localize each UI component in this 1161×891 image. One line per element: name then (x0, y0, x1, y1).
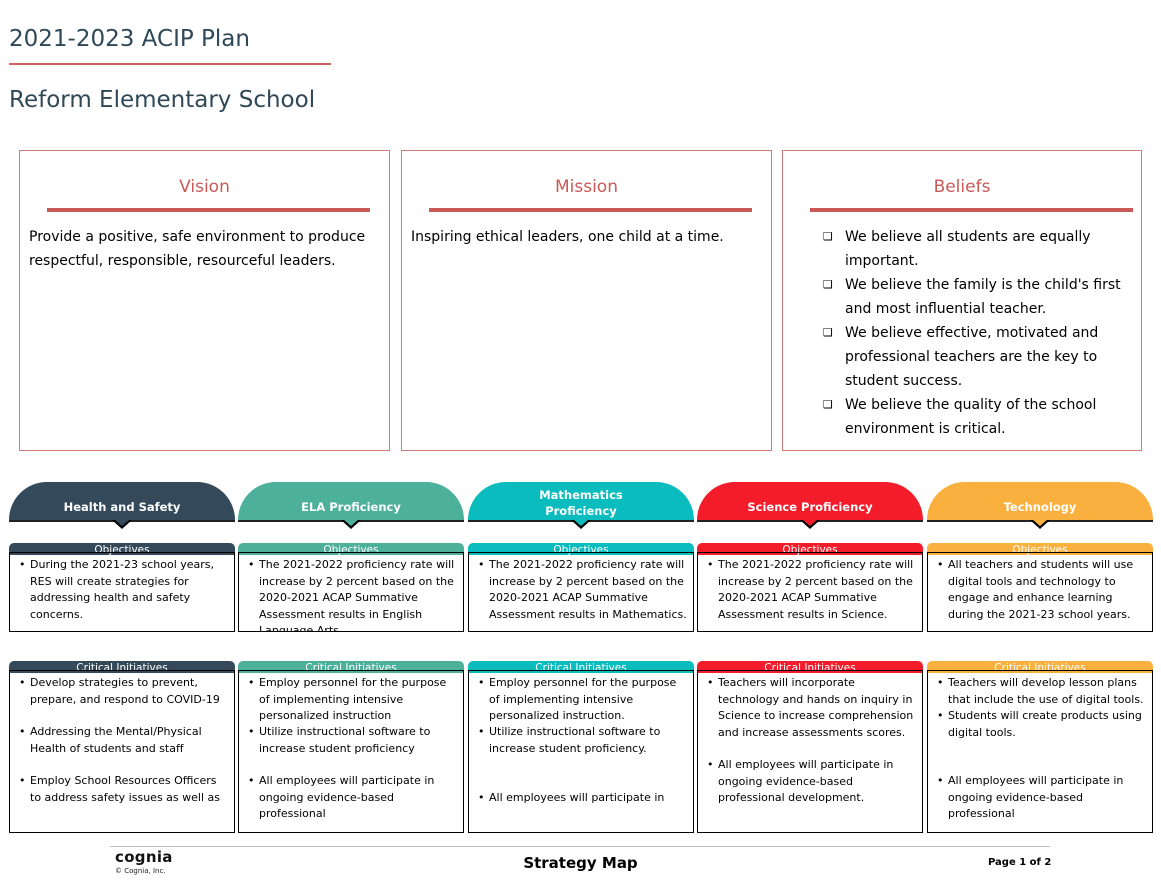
column-title: Technology (1003, 500, 1077, 514)
beliefs-rule (810, 208, 1133, 212)
objective-item: The 2021-2022 proficiency rate will incr… (478, 557, 689, 623)
objectives-list: During the 2021-23 school years, RES wil… (10, 553, 234, 623)
box-bullet-icon: ❑ (823, 398, 833, 411)
column-header-tab: Science Proficiency (697, 482, 923, 520)
column-header-tab: ELA Proficiency (238, 482, 464, 520)
belief-item: ❑We believe all students are equally imp… (811, 225, 1136, 273)
belief-item: ❑We believe effective, motivated and pro… (811, 321, 1136, 393)
initiative-item: All employees will participate in (478, 790, 689, 807)
down-arrow-fill (343, 519, 359, 526)
column-title: ELA Proficiency (301, 500, 401, 514)
school-name: Reform Elementary School (9, 87, 316, 113)
initiatives-box: Employ personnel for the purpose of impl… (238, 670, 464, 833)
footer-rule (110, 846, 1050, 847)
cognia-copyright: © Cognia, Inc. (115, 867, 166, 875)
initiative-item: All employees will participate in ongoin… (707, 757, 918, 807)
objectives-list: The 2021-2022 proficiency rate will incr… (469, 553, 693, 623)
document-title: 2021-2023 ACIP Plan (9, 26, 250, 52)
initiatives-box: Teachers will incorporate technology and… (697, 670, 923, 833)
objectives-box: During the 2021-23 school years, RES wil… (9, 552, 235, 632)
initiative-item: Students will create products using digi… (937, 708, 1148, 741)
column-header-tab: Health and Safety (9, 482, 235, 520)
down-arrow-fill (1032, 519, 1048, 526)
down-arrow-fill (114, 519, 130, 526)
cognia-logo: cognia (115, 848, 173, 866)
beliefs-box: Beliefs ❑We believe all students are equ… (782, 150, 1142, 451)
objective-item: All teachers and students will use digit… (937, 557, 1148, 623)
initiative-item: Employ personnel for the purpose of impl… (478, 675, 689, 725)
vision-text: Provide a positive, safe environment to … (29, 229, 366, 269)
mission-rule (429, 208, 752, 212)
beliefs-title: Beliefs (933, 177, 991, 197)
objectives-box: The 2021-2022 proficiency rate will incr… (697, 552, 923, 632)
mission-title: Mission (554, 177, 618, 197)
initiative-item: Teachers will incorporate technology and… (707, 675, 918, 741)
initiatives-box: Teachers will develop lesson plans that … (927, 670, 1153, 833)
objectives-list: The 2021-2022 proficiency rate will incr… (698, 553, 922, 623)
initiative-item: Teachers will develop lesson plans that … (937, 675, 1148, 708)
initiative-item: Employ School Resources Officers to addr… (19, 773, 230, 806)
initiative-item: Utilize instructional software to increa… (248, 724, 459, 757)
vision-box: Vision Provide a positive, safe environm… (19, 150, 390, 451)
objectives-box: All teachers and students will use digit… (927, 552, 1153, 632)
initiative-item: All employees will participate in ongoin… (248, 773, 459, 823)
belief-item: ❑We believe the quality of the school en… (811, 393, 1136, 441)
column-title: Science Proficiency (747, 500, 873, 514)
initiative-item: Employ personnel for the purpose of impl… (248, 675, 459, 725)
objectives-box: The 2021-2022 proficiency rate will incr… (238, 552, 464, 632)
title-underline (9, 63, 331, 65)
objectives-box: The 2021-2022 proficiency rate will incr… (468, 552, 694, 632)
objective-item: The 2021-2022 proficiency rate will incr… (248, 557, 459, 631)
box-bullet-icon: ❑ (823, 326, 833, 339)
column-title: Mathematics Proficiency (539, 488, 623, 518)
mission-box: Mission Inspiring ethical leaders, one c… (401, 150, 772, 451)
initiative-item: Develop strategies to prevent, prepare, … (19, 675, 230, 708)
column-header-tab: Mathematics Proficiency (468, 482, 694, 520)
page-number: Page 1 of 2 (988, 857, 1052, 868)
initiatives-box: Develop strategies to prevent, prepare, … (9, 670, 235, 833)
belief-item: ❑We believe the family is the child's fi… (811, 273, 1136, 321)
box-bullet-icon: ❑ (823, 230, 833, 243)
vision-rule (47, 208, 370, 212)
vision-title: Vision (179, 177, 230, 197)
objectives-list: The 2021-2022 proficiency rate will incr… (239, 553, 463, 631)
beliefs-list: ❑We believe all students are equally imp… (811, 225, 1136, 441)
down-arrow-fill (573, 519, 589, 526)
footer-title: Strategy Map (523, 854, 638, 872)
objective-item: During the 2021-23 school years, RES wil… (19, 557, 230, 623)
down-arrow-fill (802, 519, 818, 526)
mission-text: Inspiring ethical leaders, one child at … (411, 229, 724, 245)
objectives-list: All teachers and students will use digit… (928, 553, 1152, 623)
column-title: Health and Safety (63, 500, 181, 514)
initiative-item: All employees will participate in ongoin… (937, 773, 1148, 823)
initiatives-box: Employ personnel for the purpose of impl… (468, 670, 694, 833)
column-header-tab: Technology (927, 482, 1153, 520)
objective-item: The 2021-2022 proficiency rate will incr… (707, 557, 918, 623)
box-bullet-icon: ❑ (823, 278, 833, 291)
initiative-item: Utilize instructional software to increa… (478, 724, 689, 757)
initiative-item: Addressing the Mental/Physical Health of… (19, 724, 230, 757)
